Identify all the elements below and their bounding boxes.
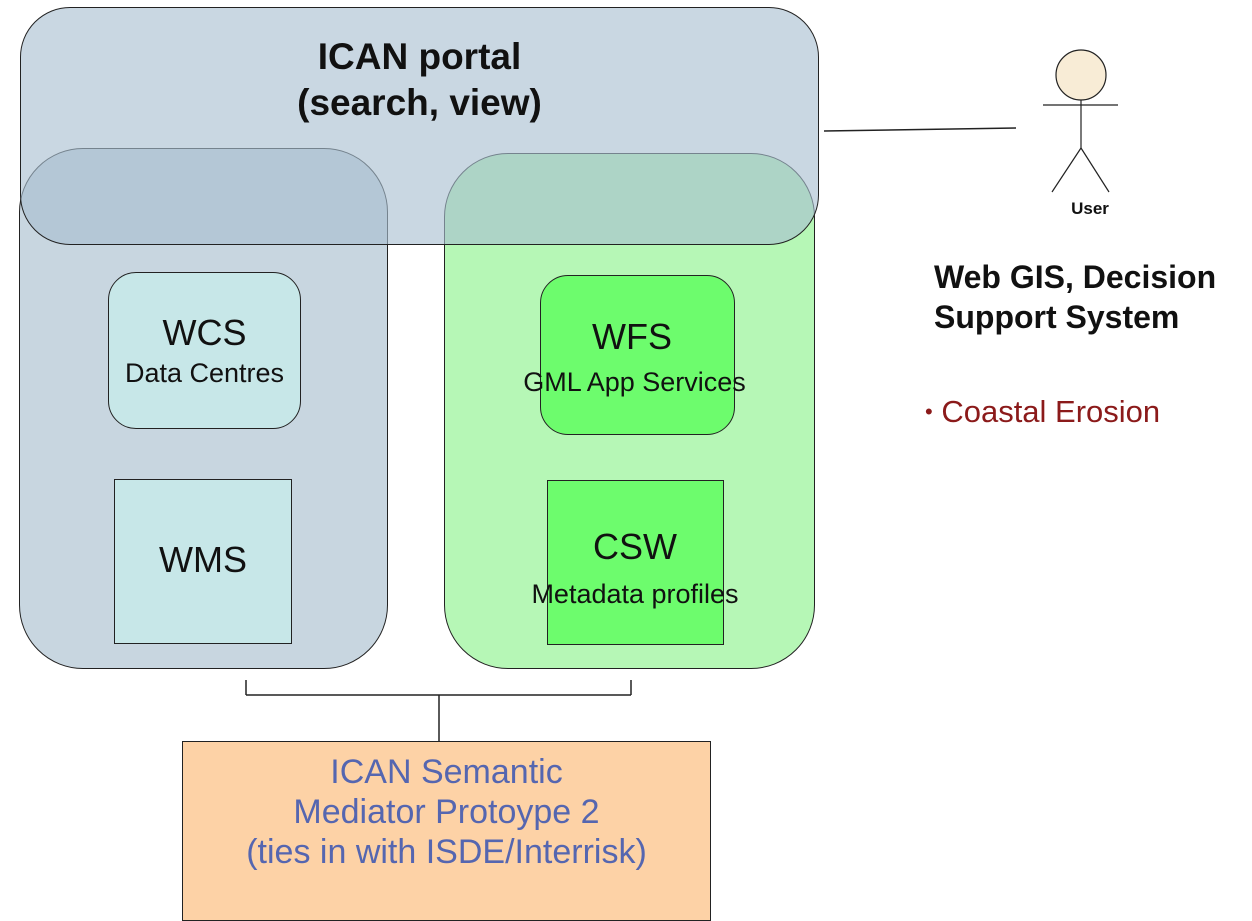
csw-subtitle: Metadata profiles (531, 579, 739, 609)
wfs-title: WFS (592, 316, 672, 357)
portal-user-connector (823, 127, 1017, 132)
portal-title-line2: (search, view) (297, 82, 542, 123)
wfs-subtitle: GML App Services (523, 367, 746, 397)
csw-title: CSW (593, 526, 677, 567)
wcs-service-box: WCS Data Centres (108, 272, 301, 429)
portal-title-line1: ICAN portal (317, 36, 522, 77)
side-heading-line1: Web GIS, Decision (934, 259, 1217, 295)
mediator-line3: (ties in with ISDE/Interrisk) (246, 833, 647, 871)
user-icon (1043, 49, 1118, 193)
side-heading-line2: Support System (934, 299, 1180, 335)
wms-title: WMS (159, 539, 247, 580)
mediator-text: ICAN Semantic Mediator Protoype 2 (ties … (182, 752, 711, 872)
wcs-subtitle: Data Centres (124, 358, 285, 388)
wms-service-box: WMS (114, 479, 292, 644)
wcs-title: WCS (162, 312, 247, 353)
bullet-marker: • (925, 399, 933, 424)
wfs-service-box (540, 275, 735, 435)
bullet-item: • Coastal Erosion (925, 393, 1160, 431)
ican-portal-box (20, 7, 819, 245)
semantic-mediator-box (182, 741, 711, 921)
mediator-line2: Mediator Protoype 2 (293, 793, 600, 831)
portal-title: ICAN portal (search, view) (20, 34, 819, 126)
mediator-line1: ICAN Semantic (330, 753, 563, 791)
user-label: User (1071, 199, 1109, 218)
bullet-text: Coastal Erosion (941, 394, 1161, 429)
side-heading: Web GIS, Decision Support System (934, 257, 1216, 337)
csw-service-box (547, 480, 724, 645)
